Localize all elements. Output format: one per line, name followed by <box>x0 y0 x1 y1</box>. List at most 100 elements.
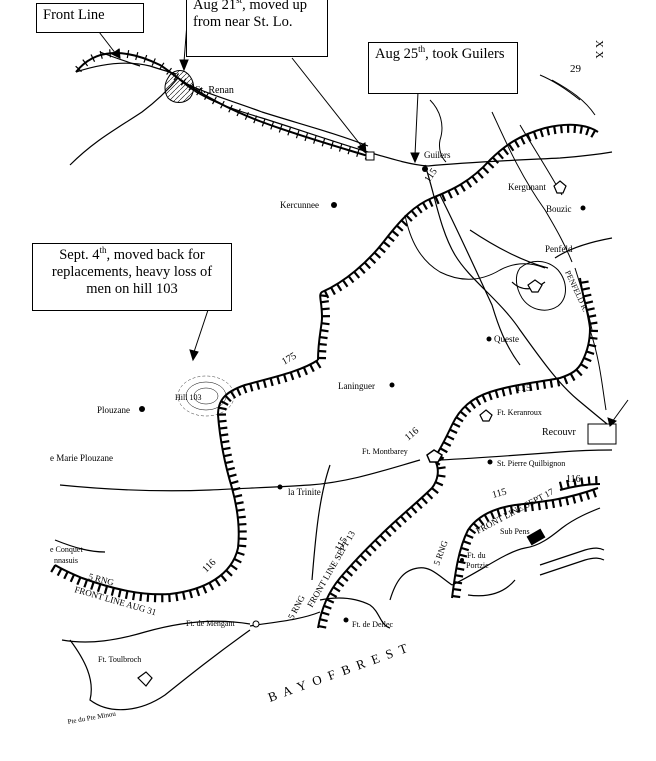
front-line-east-hatch <box>459 410 468 418</box>
front-line-sept17-hatch <box>460 546 470 552</box>
front-line-hill175-hatch <box>235 501 244 505</box>
front-line-initial-barb <box>287 127 291 136</box>
front-line-east-hatch <box>487 391 493 401</box>
front-line-guilers-hatch <box>434 196 440 205</box>
front-line-hill175-hatch <box>90 581 95 590</box>
front-line-sept17-hatch <box>477 517 485 526</box>
front-line-sept13-hatch <box>426 492 434 500</box>
front-line-sept13-hatch <box>379 534 387 542</box>
recouvrance-box <box>587 423 617 445</box>
front-line-hill175-hatch <box>233 557 242 564</box>
front-line-hill175-hatch <box>225 460 234 465</box>
front-line-sept13-hatch <box>420 496 428 505</box>
front-line-initial-barb <box>304 133 309 142</box>
penfeld-fort <box>527 279 543 293</box>
front-line-east-hatch <box>469 401 477 409</box>
front-lines <box>50 49 601 629</box>
front-line-guilers-hatch <box>471 175 479 184</box>
front-line-east-hatch <box>583 356 592 363</box>
front-line-hill175-hatch <box>76 576 82 586</box>
front-line-sept17-hatch <box>489 511 496 520</box>
front-line-hill175-hatch <box>195 587 201 597</box>
front-line-guilers-hatch <box>428 198 434 207</box>
front-line-sept13-hatch <box>389 524 397 533</box>
front-line-sept13-hatch <box>374 539 382 547</box>
front-line-sept13-hatch <box>345 569 354 577</box>
front-line-guilers-hatch <box>520 136 526 145</box>
label-ft-keranroux: Ft. Keranroux <box>497 408 542 417</box>
front-line-hill175 <box>54 359 319 596</box>
label-116-right: 116 <box>566 474 581 485</box>
front-line-hill175-hatch <box>276 376 281 385</box>
front-line-hill175-hatch <box>219 426 228 430</box>
front-line-guilers-hatch <box>459 183 466 192</box>
callout-front-line: Front Line <box>36 3 144 33</box>
callout-aug25: Aug 25th, took Guilers <box>368 42 518 94</box>
label-st-pierre: St. Pierre Quilbignon <box>497 459 565 468</box>
callout-sept4-date: Sept. 4 <box>59 247 100 263</box>
front-line-sept17-hatch <box>592 489 597 498</box>
front-line-hill175-hatch <box>242 385 248 394</box>
label-marie-plouzane: e Marie Plouzane <box>50 453 113 463</box>
front-line-sept13-hatch <box>341 575 349 582</box>
town-dots <box>139 166 586 490</box>
callout-aug25-date: Aug 25 <box>375 46 419 62</box>
front-line-hill175-hatch <box>63 571 69 580</box>
front-line-sept17-hatch <box>551 499 556 509</box>
front-line-east-hatch <box>586 307 595 312</box>
front-line-initial-barb <box>347 146 351 155</box>
label-29: 29 <box>570 63 582 75</box>
front-line-sept17-hatch <box>472 522 480 530</box>
front-line-sept13-hatch <box>399 515 407 523</box>
label-st-renan: St. Renan <box>195 85 234 96</box>
front-line-east-hatch <box>580 363 589 370</box>
front-line-guilers-hatch <box>491 156 500 164</box>
front-line-initial-barb <box>180 78 187 86</box>
front-line-hill175-hatch <box>309 364 315 373</box>
front-line-guilers-hatch <box>553 125 557 135</box>
front-line-guilers-hatch <box>482 166 490 174</box>
kergunant-fort <box>553 180 567 194</box>
front-line-east-hatch <box>575 368 583 377</box>
front-line-sept17-hatch <box>465 533 474 539</box>
front-line-sept17-hatch <box>530 502 534 512</box>
front-line-hill175-hatch <box>175 592 179 602</box>
label-laninguer: Laninguer <box>338 381 375 391</box>
front-line-sept17-hatch <box>462 540 472 545</box>
front-line-initial-barb <box>278 124 283 133</box>
front-line-initial-barb <box>99 50 103 59</box>
front-line-east-hatch <box>542 380 547 389</box>
front-line-initial-barb <box>295 130 300 139</box>
front-line-sept13-hatch <box>369 544 377 552</box>
label-bay-of-brest: B A Y O F B R E S T <box>266 640 411 705</box>
front-line-east-hatch <box>443 441 452 447</box>
front-line-sept17-hatch <box>483 514 490 523</box>
front-line-guilers-hatch <box>497 151 504 160</box>
front-line-guilers-hatch <box>532 131 538 140</box>
front-line-initial-barb <box>151 58 156 67</box>
front-line-hill175-hatch <box>236 551 245 556</box>
front-line-initial-barb <box>321 138 326 147</box>
front-line-initial-barb <box>261 118 266 127</box>
label-kercunnee: Kercunnee <box>280 200 319 210</box>
label-bouzic: Bouzic <box>546 204 572 214</box>
label-front-aug31: FRONT LINE AUG 31 <box>73 584 157 617</box>
front-line-hill175-hatch <box>110 587 115 596</box>
front-line-sept17-hatch <box>537 501 541 511</box>
st-renan-town <box>164 70 195 103</box>
front-line-initial-barb <box>270 121 275 130</box>
callout-sept4: Sept. 4th, moved back for replacements, … <box>32 243 232 311</box>
front-line-east-hatch <box>583 293 592 298</box>
label-115-sept17: 115 <box>491 486 508 500</box>
front-line-east-hatch <box>549 379 554 388</box>
front-line-hill175-hatch <box>220 400 229 406</box>
front-line-guilers-hatch <box>579 125 584 134</box>
portzic-fort <box>460 558 464 562</box>
front-line-east-hatch <box>501 388 506 397</box>
front-line-guilers-hatch <box>378 246 386 254</box>
front-line-guilers-hatch <box>526 133 532 142</box>
callout-aug21-date: Aug 21 <box>193 0 237 13</box>
front-line-sept13-hatch <box>318 624 327 629</box>
front-line-east-hatch <box>584 300 594 305</box>
front-line-initial-barb <box>135 52 139 61</box>
